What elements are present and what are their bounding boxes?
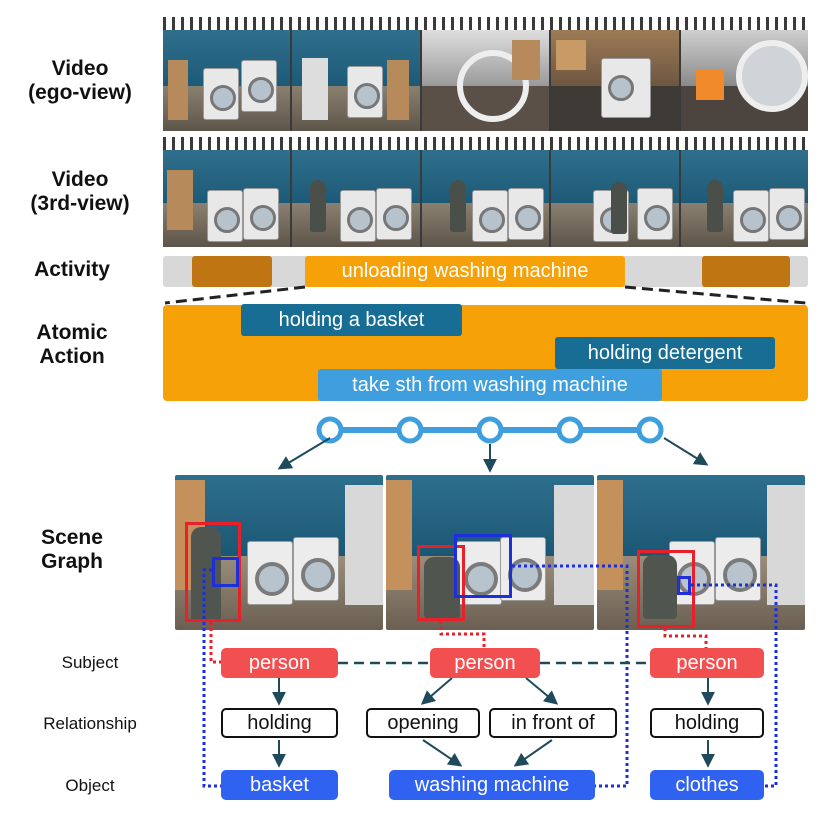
zoom-dash-left	[164, 285, 306, 305]
subject-link	[439, 621, 486, 648]
timeline-nodes	[316, 416, 664, 444]
object-node: basket	[221, 770, 338, 800]
timeline-node	[396, 416, 424, 444]
label-relationship: Relationship	[43, 714, 137, 733]
subject-link	[209, 622, 221, 664]
timeline-node	[316, 416, 344, 444]
object-node: washing machine	[389, 770, 595, 800]
object-bounding-box	[454, 534, 512, 598]
atomic-action-chip: holding detergent	[555, 337, 775, 369]
subject-node: person	[221, 648, 338, 678]
relationship-node: opening	[366, 708, 480, 738]
label-activity: Activity	[34, 258, 110, 281]
third-view-frame	[421, 150, 550, 247]
ego-frame	[680, 30, 809, 131]
object-link	[512, 564, 629, 788]
object-link	[691, 583, 778, 788]
label-video-3rd: Video (3rd-view)	[30, 168, 130, 215]
relationship-node: holding	[650, 708, 764, 738]
third-view-frame	[163, 150, 291, 247]
scene-image	[386, 475, 594, 630]
subject-bounding-box	[185, 522, 241, 622]
ego-frame	[292, 30, 420, 131]
label-atomic-action: Atomic Action	[36, 321, 108, 368]
label-video-ego: Video (ego-view)	[28, 57, 132, 104]
filmstrip-ego-view	[163, 17, 809, 131]
timeline-arrow	[277, 437, 331, 470]
timeline-arrow	[663, 437, 709, 466]
label-subject: Subject	[61, 653, 119, 672]
label-object: Object	[65, 776, 115, 795]
graph-edge	[525, 677, 559, 705]
relationship-node: holding	[221, 708, 338, 738]
activity-segment-main: unloading washing machine	[305, 256, 625, 287]
third-view-frame	[551, 150, 679, 247]
graph-edge	[420, 677, 453, 705]
relationship-node: in front of	[489, 708, 617, 738]
activity-segment-other	[192, 256, 272, 287]
subject-bounding-box	[417, 545, 465, 621]
object-link	[202, 568, 221, 788]
scene-image	[175, 475, 383, 630]
subject-node: person	[430, 648, 540, 678]
third-view-frame	[680, 150, 809, 247]
ego-frame	[421, 30, 550, 131]
film-perforation	[163, 137, 808, 150]
graph-edge	[422, 739, 463, 767]
object-bounding-box	[677, 576, 691, 595]
timeline-node	[636, 416, 664, 444]
atomic-action-chip: take sth from washing machine	[318, 369, 662, 401]
activity-segment-other	[702, 256, 790, 287]
subject-bounding-box	[637, 550, 695, 628]
object-node: clothes	[650, 770, 764, 800]
zoom-dash-right	[624, 285, 807, 305]
third-view-frame	[292, 150, 420, 247]
graph-edge	[513, 739, 553, 767]
atomic-action-chip: holding a basket	[241, 304, 462, 336]
activity-label: unloading washing machine	[341, 260, 589, 282]
ego-frame	[551, 30, 679, 131]
subject-link	[663, 628, 708, 648]
label-scene-graph: Scene Graph	[41, 526, 103, 573]
filmstrip-3rd-view	[163, 137, 809, 247]
subject-node: person	[650, 648, 764, 678]
ego-frame	[163, 30, 291, 131]
object-bounding-box	[212, 557, 239, 587]
timeline-node	[476, 416, 504, 444]
film-perforation	[163, 17, 808, 30]
timeline-node	[556, 416, 584, 444]
